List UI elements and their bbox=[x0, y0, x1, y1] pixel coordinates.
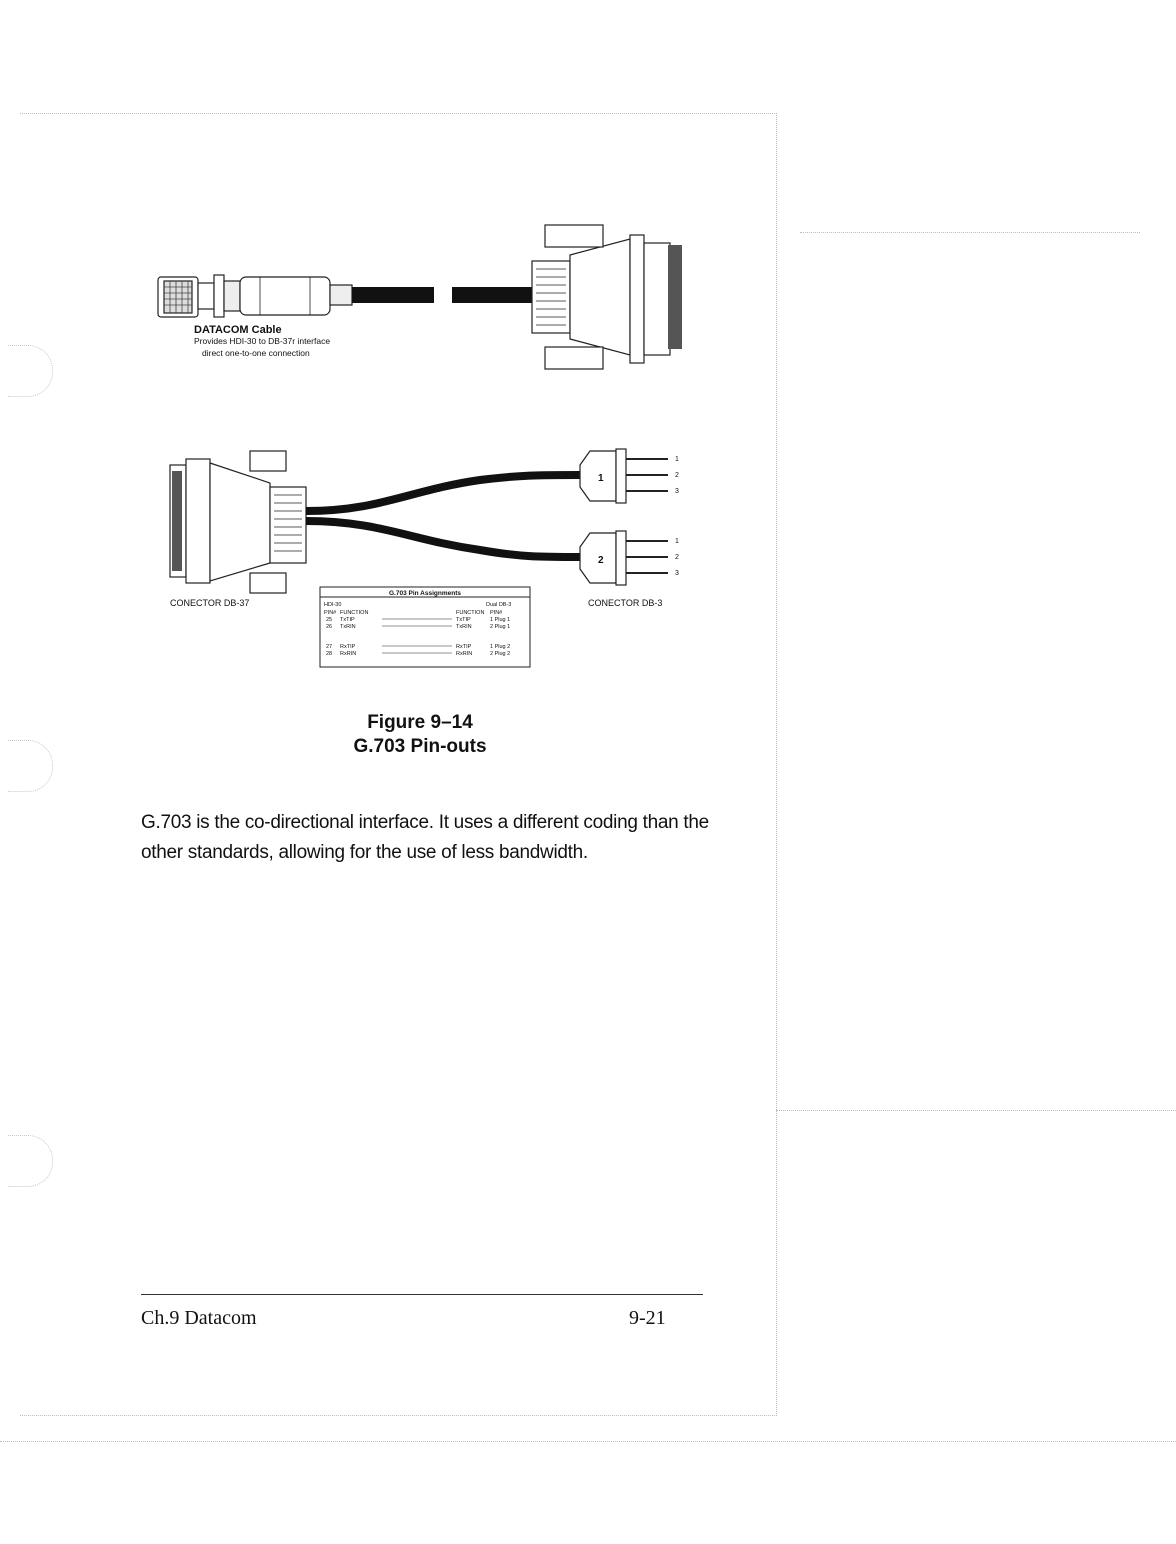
table-row: 28 RxRIN RxRIN 2 Plug 2 bbox=[326, 651, 510, 657]
cable-description-line2: direct one-to-one connection bbox=[202, 348, 310, 358]
col-header-function: FUNCTION bbox=[340, 610, 368, 616]
table-row: 26 TxRIN TxRIN 2 Plug 1 bbox=[326, 624, 510, 630]
row-pin-2: 1 Plug 2 bbox=[490, 644, 510, 650]
row-pin-2: 2 Plug 1 bbox=[490, 624, 510, 630]
plug1-pin-1: 1 bbox=[675, 456, 679, 463]
scan-border-top bbox=[20, 113, 775, 114]
row-function-2: TxRIN bbox=[456, 624, 472, 630]
footer-page-number: 9-21 bbox=[629, 1307, 666, 1329]
col-header-function-2: FUNCTION bbox=[456, 610, 484, 616]
table-left-header: HDI-30 bbox=[324, 602, 341, 608]
row-function-2: TxTIP bbox=[456, 617, 471, 623]
plug-2-number: 2 bbox=[598, 555, 604, 566]
plug2-pin-3: 3 bbox=[675, 570, 679, 577]
row-pin: 26 bbox=[326, 624, 332, 630]
table-row: 27 RxTIP RxTIP 1 Plug 2 bbox=[326, 644, 510, 650]
plug-1-number: 1 bbox=[598, 473, 604, 484]
db37-connector-bottom bbox=[169, 450, 307, 594]
footer-chapter: Ch.9 Datacom bbox=[141, 1307, 257, 1329]
connector-db3-label: CONECTOR DB-3 bbox=[588, 598, 662, 608]
connector-db37-label: CONECTOR DB-37 bbox=[170, 598, 249, 608]
col-header-pin-2: PIN# bbox=[490, 610, 503, 616]
figure-number: Figure 9–14 bbox=[367, 712, 473, 733]
cable-branch-top bbox=[305, 471, 581, 515]
scan-border-top-right bbox=[800, 232, 1140, 233]
datacom-cable-illustration bbox=[157, 224, 682, 370]
g703-cable-illustration bbox=[169, 448, 668, 594]
plug1-pin-3: 3 bbox=[675, 488, 679, 495]
table-right-header: Dual DB-3 bbox=[486, 602, 511, 608]
plug2-pin-2: 2 bbox=[675, 554, 679, 561]
cable-right-segment bbox=[452, 287, 532, 303]
scan-border-right bbox=[776, 113, 777, 1416]
table-row: 25 TxTIP TxTIP 1 Plug 1 bbox=[326, 617, 510, 623]
row-function-2: RxRIN bbox=[456, 651, 472, 657]
punch-hole-top bbox=[8, 345, 53, 397]
cable-description-line1: Provides HDI-30 to DB-37r interface bbox=[194, 336, 330, 346]
db3-plug-2 bbox=[579, 530, 668, 586]
row-function: RxRIN bbox=[340, 651, 356, 657]
punch-hole-bottom bbox=[8, 1135, 53, 1187]
db37-connector-top bbox=[531, 224, 682, 370]
row-pin: 28 bbox=[326, 651, 332, 657]
body-paragraph: G.703 is the co-directional interface. I… bbox=[141, 812, 709, 863]
col-header-pin: PIN# bbox=[324, 610, 337, 616]
footer-rule bbox=[141, 1294, 703, 1295]
scan-border-mid-right bbox=[776, 1110, 1176, 1111]
hdi30-connector bbox=[157, 274, 353, 318]
db3-plug-1 bbox=[579, 448, 668, 504]
table-title: G.703 Pin Assignments bbox=[389, 590, 461, 597]
row-pin: 25 bbox=[326, 617, 332, 623]
cable-title: DATACOM Cable bbox=[194, 324, 282, 336]
scan-border-bottom-outer bbox=[0, 1441, 1176, 1442]
plug1-pin-2: 2 bbox=[675, 472, 679, 479]
plug2-pin-1: 1 bbox=[675, 538, 679, 545]
row-pin: 27 bbox=[326, 644, 332, 650]
cable-diagram: DATACOM Cable Provides HDI-30 to DB-37r … bbox=[157, 224, 682, 668]
pin-assignment-table: G.703 Pin Assignments HDI-30 Dual DB-3 P… bbox=[319, 586, 531, 668]
row-function: TxRIN bbox=[340, 624, 356, 630]
punch-hole-middle bbox=[8, 740, 53, 792]
row-pin-2: 1 Plug 1 bbox=[490, 617, 510, 623]
figure-title: G.703 Pin-outs bbox=[353, 736, 487, 757]
row-function-2: RxTIP bbox=[456, 644, 472, 650]
row-function: RxTIP bbox=[340, 644, 356, 650]
cable-branch-bottom bbox=[305, 517, 581, 561]
cable-left-segment bbox=[352, 287, 434, 303]
scan-border-bottom bbox=[20, 1415, 775, 1416]
row-pin-2: 2 Plug 2 bbox=[490, 651, 510, 657]
row-function: TxTIP bbox=[340, 617, 355, 623]
